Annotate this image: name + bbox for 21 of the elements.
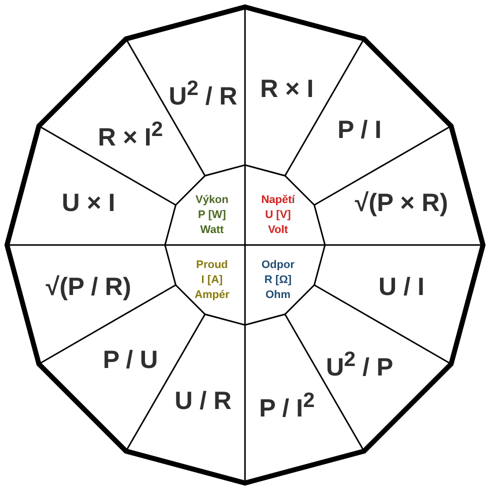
formula-text: √(P × R) [346, 188, 456, 218]
quantity-text: Ampér [194, 288, 230, 303]
quantity-text: Výkon [194, 193, 230, 208]
quantity-text: Proud [195, 258, 229, 273]
quantity-text: Watt [199, 223, 225, 238]
formula-text: U × I [34, 188, 144, 218]
formula-text: U$^{2}$ / P [304, 344, 415, 382]
quantity-text: I [A] [200, 273, 224, 288]
quantity-text: Napětí [260, 193, 296, 208]
quantity-text: R [Ω] [263, 273, 293, 288]
quantity-text: Odpor [260, 258, 296, 273]
formula-text: U$^{2}$ / R [148, 74, 258, 111]
quantity-text: U [V] [264, 208, 292, 223]
formula-text: √(P / R) [34, 272, 144, 302]
formula-text: U / I [346, 272, 456, 302]
quantity-text: P [W] [197, 208, 227, 223]
quantity-text: Ohm [264, 288, 292, 303]
quantity-text: Volt [267, 223, 289, 238]
formula-text: R × I$^{2}$ [75, 115, 186, 153]
formula-text: P / U [75, 344, 186, 375]
formula-text: P / I [304, 115, 415, 146]
